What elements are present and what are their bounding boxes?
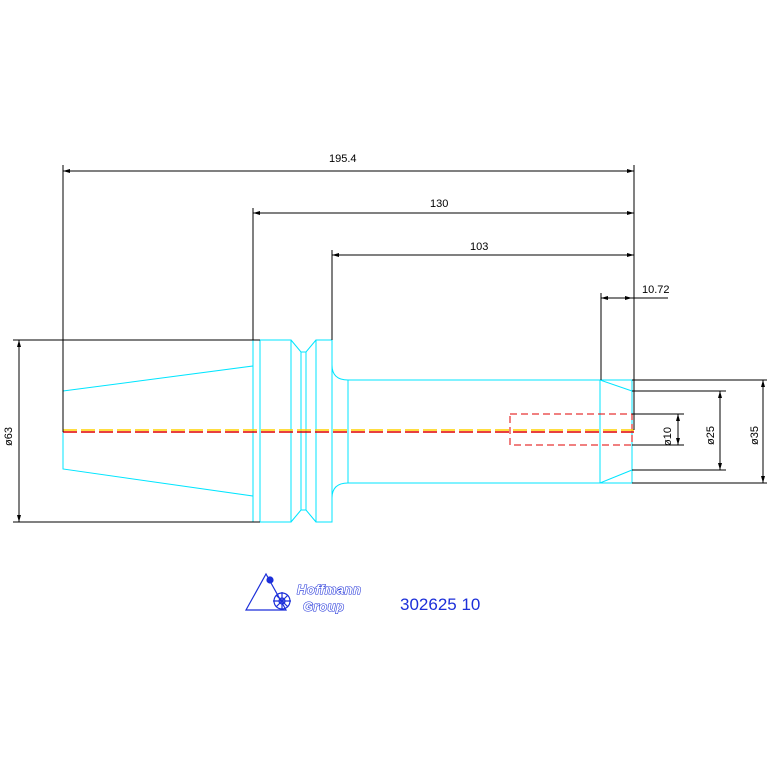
dim-diameter-25: ø25 xyxy=(705,426,717,445)
logo-mark-icon xyxy=(244,572,291,611)
dim-diameter-35: ø35 xyxy=(749,426,761,445)
flange-body xyxy=(259,339,292,523)
hoffmann-group-logo: Hoffmann Group xyxy=(244,572,361,615)
dim-length-130: 130 xyxy=(430,198,448,210)
v-groove xyxy=(290,339,317,353)
tool-holder-outline xyxy=(62,339,633,523)
dim-length-103: 103 xyxy=(470,241,488,253)
dimension-arrows xyxy=(17,169,765,522)
dimension-lines xyxy=(13,165,767,523)
flange-rear xyxy=(315,339,333,523)
flange xyxy=(252,339,261,523)
dim-diameter-63: ø63 xyxy=(3,427,15,446)
dim-overall-length: 195.4 xyxy=(329,153,357,165)
logo-line1: Hoffmann xyxy=(297,582,361,597)
part-number: 302625 10 xyxy=(400,595,480,614)
logo-line2: Group xyxy=(303,599,345,614)
taper-shank xyxy=(62,365,254,497)
dim-diameter-10: ø10 xyxy=(662,427,674,446)
dim-length-10-72: 10.72 xyxy=(642,284,670,296)
